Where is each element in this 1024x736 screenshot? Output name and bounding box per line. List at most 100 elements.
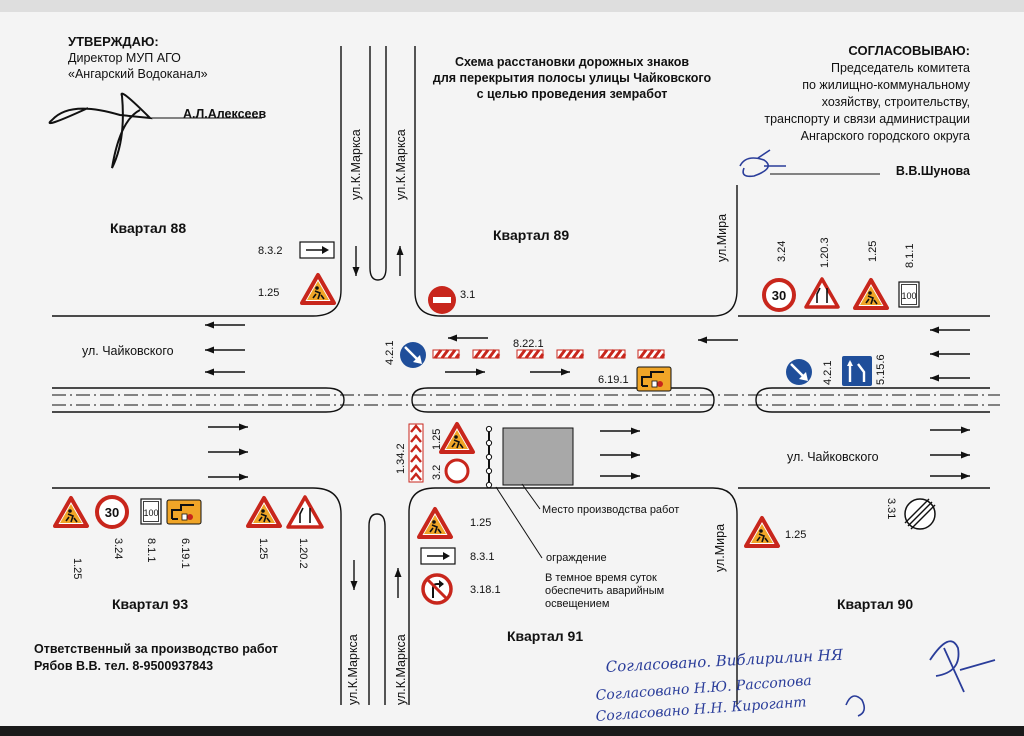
sign-code-1-25-c: 1.25 <box>431 429 443 450</box>
road-narrows-sign <box>804 277 840 309</box>
detour-sign <box>636 366 672 392</box>
turn-direction-chevrons <box>408 423 424 483</box>
approval-block: УТВЕРЖДАЮ: Директор МУП АГО «Ангарский В… <box>48 34 266 169</box>
agreement-line-1: Председатель комитета <box>831 61 970 75</box>
lighting-note-line-3: освещением <box>545 598 609 610</box>
agreement-heading: СОГЛАСОВЫВАЮ: <box>848 43 970 58</box>
block-label-90: Квартал 90 <box>837 596 913 612</box>
sign-code-8-1-1-bl: 8.1.1 <box>145 538 157 562</box>
speed-limit-sign: 30 <box>95 495 129 529</box>
block-labels: Квартал 88 Квартал 89 Квартал 93 Квартал… <box>110 220 913 644</box>
sign-code-1-20-3: 1.20.3 <box>819 237 831 268</box>
sign-code-1-34-2: 1.34.2 <box>395 443 407 474</box>
agreement-name: В.В.Шунова <box>896 164 971 178</box>
sign-code-3-18-1: 3.18.1 <box>470 584 501 596</box>
road-works-sign <box>300 273 336 305</box>
street-chaikovskogo-west: ул. Чайковского <box>82 344 174 358</box>
sign-code-1-25-e: 1.25 <box>785 529 806 541</box>
sign-code-8-3-2: 8.3.2 <box>258 245 282 257</box>
agreement-block: СОГЛАСОВЫВАЮ: Председатель комитета по ж… <box>739 43 971 178</box>
sign-code-8-3-1: 8.3.1 <box>470 551 494 563</box>
sign-8-3-1-plate <box>420 547 456 565</box>
keep-right-sign <box>786 359 812 385</box>
sign-code-5-15-6: 5.15.6 <box>875 354 887 385</box>
agreement-line-3: хозяйству, строительству, <box>822 95 970 109</box>
responsible-line-1: Ответственный за производство работ <box>34 642 278 656</box>
title-line-3: с целью проведения земработ <box>477 87 668 101</box>
street-marksa-south-right: ул.К.Маркса <box>394 634 408 705</box>
responsible-line-2: Рябов В.В. тел. 8-9500937843 <box>34 659 213 673</box>
title-line-1: Схема расстановки дорожных знаков <box>455 55 689 69</box>
sign-code-1-25-d: 1.25 <box>470 517 491 529</box>
sign-code-3-2: 3.2 <box>431 465 443 480</box>
agreement-line-2: по жилищно-коммунальному <box>802 78 971 92</box>
distance-plate-value: 100 <box>143 508 158 518</box>
handwritten-signature <box>929 640 996 693</box>
speed-limit-sign: 30 <box>762 278 796 312</box>
work-site-area <box>502 427 574 486</box>
distance-plate: 100 <box>140 498 162 525</box>
leader-lines <box>495 483 543 559</box>
street-chaikovskogo-east: ул. Чайковского <box>787 450 879 464</box>
road-works-sign <box>853 278 889 310</box>
lighting-note-line-1: В темное время суток <box>545 572 657 584</box>
axial-markings <box>52 394 1000 406</box>
handwritten-approvals: Согласовано. Виблирилин НЯ Согласовано Н… <box>595 640 996 725</box>
title-line-2: для перекрытия полосы улицы Чайковского <box>433 71 712 85</box>
handwritten-line-1: Согласовано. Виблирилин НЯ <box>605 646 844 676</box>
work-site-label: Место производства работ <box>542 504 679 516</box>
approval-position: Директор МУП АГО <box>68 51 181 65</box>
road-works-sign <box>246 496 282 528</box>
sign-code-3-24-bl: 3.24 <box>112 538 124 559</box>
street-marksa-north-left: ул.К.Маркса <box>349 129 363 200</box>
street-marksa-south-left: ул.К.Маркса <box>346 634 360 705</box>
lane-end-sign <box>842 356 872 386</box>
approval-name: А.Л.Алексеев <box>183 107 266 121</box>
distance-plate: 100 <box>898 281 920 308</box>
sign-code-6-19-1-bl: 6.19.1 <box>179 538 191 569</box>
approval-signature <box>48 92 153 169</box>
block-label-93: Квартал 93 <box>112 596 188 612</box>
sign-code-1-20-2: 1.20.2 <box>297 538 309 569</box>
sign-code-4-2-1-a: 4.2.1 <box>384 341 396 365</box>
sign-code-1-25-bl: 1.25 <box>71 558 83 579</box>
road-works-sign <box>53 496 89 528</box>
no-right-turn-sign <box>421 573 453 605</box>
sign-code-1-25-bm: 1.25 <box>257 538 269 559</box>
block-label-88: Квартал 88 <box>110 220 186 236</box>
street-labels: ул. Чайковского ул. Чайковского ул.К.Мар… <box>82 129 879 705</box>
work-site-callouts: Место производства работ ограждение В те… <box>542 504 679 610</box>
end-of-restrictions-sign <box>904 498 936 530</box>
speed-limit-value: 30 <box>105 505 119 520</box>
sign-8-3-2-plate <box>299 241 335 259</box>
agreement-signature <box>739 149 786 178</box>
approval-heading: УТВЕРЖДАЮ: <box>68 34 159 49</box>
approval-organization: «Ангарский Водоканал» <box>68 67 208 81</box>
fence-label: ограждение <box>546 552 607 564</box>
detour-sign <box>166 499 202 525</box>
street-mira-north: ул.Мира <box>715 214 729 262</box>
road-narrows-sign <box>286 495 324 529</box>
scan-edge-bottom <box>0 726 1024 736</box>
sign-code-8-22-1: 8.22.1 <box>513 338 544 350</box>
street-mira-south: ул.Мира <box>713 524 727 572</box>
sign-code-8-1-1-a: 8.1.1 <box>904 244 916 268</box>
road-works-sign <box>439 422 475 454</box>
no-entry-sign <box>428 286 456 314</box>
road-edges <box>52 46 990 705</box>
sign-code-3-31: 3.31 <box>885 498 897 519</box>
sign-code-1-25-b: 1.25 <box>867 241 879 262</box>
keep-right-sign <box>400 342 426 368</box>
distance-plate-value: 100 <box>901 291 916 301</box>
lighting-note-line-2: обеспечить аварийным <box>545 585 664 597</box>
sign-code-4-2-1-b: 4.2.1 <box>822 361 834 385</box>
fence <box>485 425 493 489</box>
agreement-line-5: Ангарского городского округа <box>801 129 970 143</box>
responsible-block: Ответственный за производство работ Рябо… <box>34 642 278 673</box>
sign-code-1-25-a: 1.25 <box>258 287 279 299</box>
sign-code-3-1: 3.1 <box>460 289 475 301</box>
block-label-89: Квартал 89 <box>493 227 569 243</box>
road-works-sign <box>417 507 453 539</box>
